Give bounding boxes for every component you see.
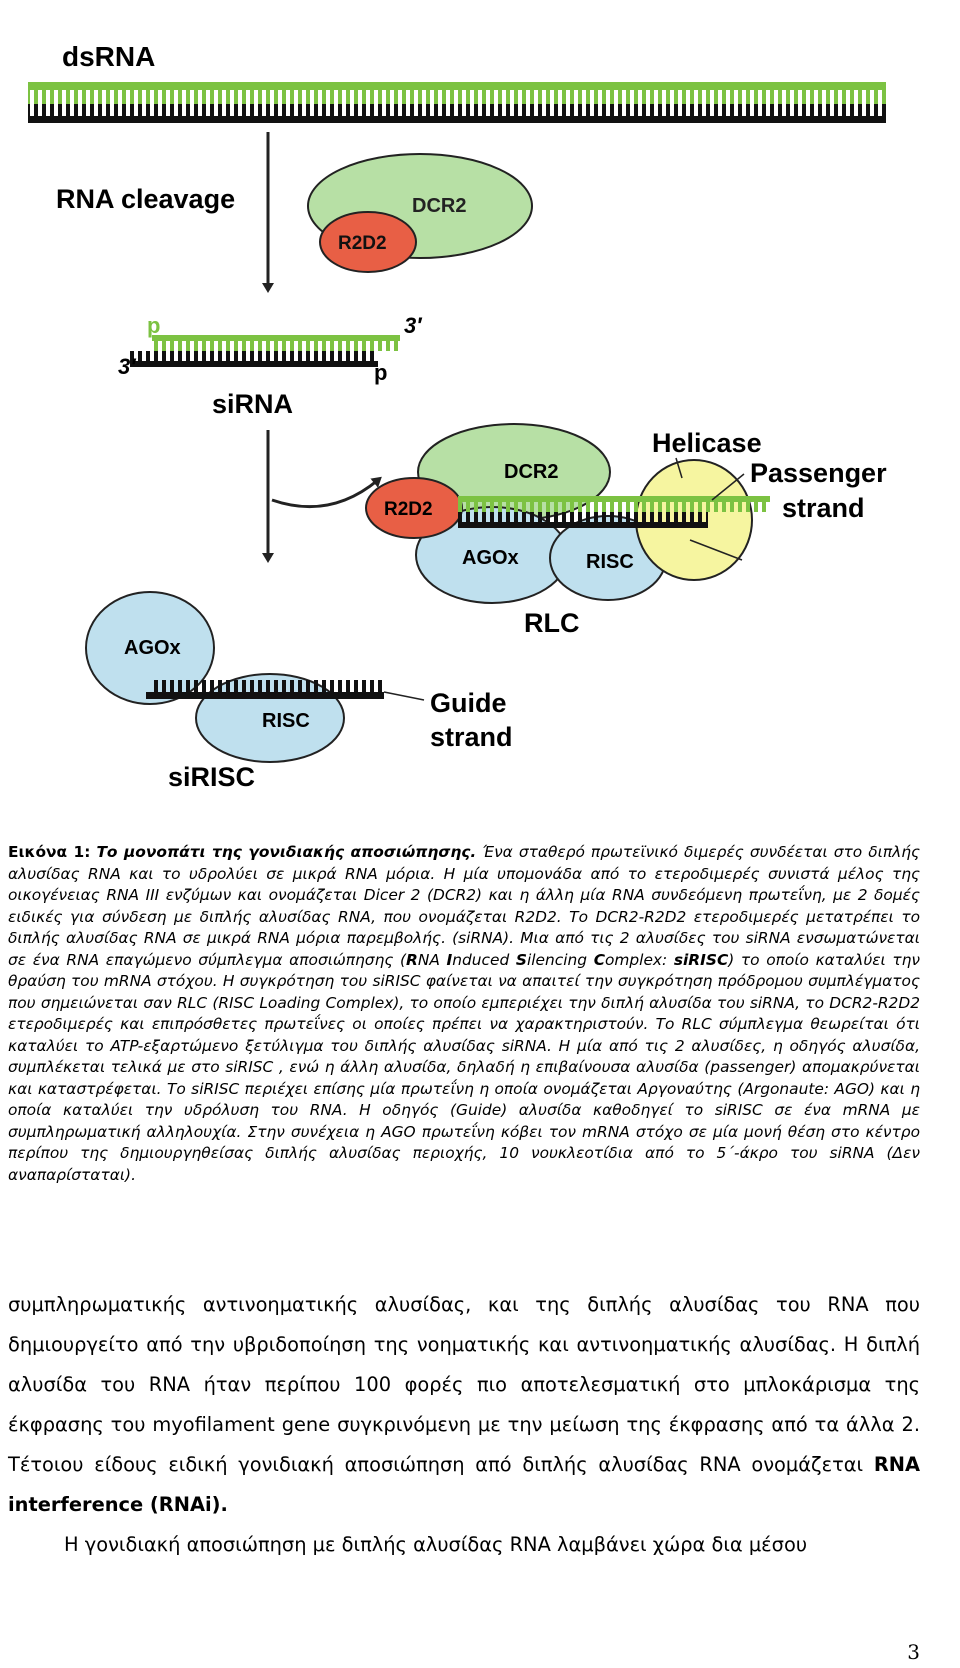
figure-caption: Εικόνα 1: Το μονοπάτι της γονιδιακής απο… xyxy=(8,842,920,1186)
r2d2-protein xyxy=(319,211,417,273)
caption-text-ilencing: ilencing xyxy=(527,950,594,969)
caption-bold-sirisc: siRISC xyxy=(673,950,729,969)
rlc-dcr2-label: DCR2 xyxy=(504,461,558,483)
body-paragraph-1: συμπληρωματικής αντινοηματικής αλυσίδας,… xyxy=(8,1285,920,1525)
page-number: 3 xyxy=(907,1640,920,1664)
caption-text-omplex: omplex: xyxy=(604,950,674,969)
three-prime-bottom-label: 3′ xyxy=(118,354,137,379)
caption-lead: Εικόνα 1: xyxy=(8,843,91,861)
caption-title: Το μονοπάτι της γονιδιακής αποσιώπησης. xyxy=(96,843,477,861)
rlc-label: RLC xyxy=(524,608,580,638)
body-paragraph-1-text: συμπληρωματικής αντινοηματικής αλυσίδας,… xyxy=(8,1293,920,1476)
body-paragraph-2: Η γονιδιακή αποσιώπηση με διπλής αλυσίδα… xyxy=(64,1533,808,1556)
sirisc-agox-label: AGOx xyxy=(124,637,181,659)
caption-text-nduced: nduced xyxy=(452,950,516,969)
guide-pointer xyxy=(383,691,425,701)
dsrna-label: dsRNA xyxy=(62,41,155,72)
strand-pointer xyxy=(689,539,743,561)
caption-text-1: Ένα σταθερό πρωτεϊνικό διμερές συνδέεται… xyxy=(8,843,920,969)
p-top-label: p xyxy=(147,313,160,338)
rlc-sirna-duplex xyxy=(458,496,770,528)
agox-label: AGOx xyxy=(462,547,519,569)
sirisc-risc-label: RISC xyxy=(262,710,310,732)
passenger-label-2: strand xyxy=(782,493,865,523)
caption-bold-i: I xyxy=(446,950,453,969)
sirisc-agox-protein xyxy=(85,591,215,705)
helicase-label: Helicase xyxy=(652,428,762,458)
rnai-term: RNA interference (RNAi). xyxy=(8,1453,920,1516)
risc-label: RISC xyxy=(586,551,634,573)
dsrna-duplex xyxy=(28,82,886,123)
caption-bold-c: C xyxy=(593,950,605,969)
sirisc-label: siRISC xyxy=(168,762,255,792)
p-bottom-label: p xyxy=(374,360,387,385)
guide-label-1: Guide xyxy=(430,688,507,718)
sirna-duplex xyxy=(130,335,400,367)
rnai-pathway-figure: dsRNA RNA cleavage DCR2 R2D2 p 3′ 3′ p s… xyxy=(28,41,887,792)
body-text: συμπληρωματικής αντινοηματικής αλυσίδας,… xyxy=(8,1285,920,1565)
dcr2-label: DCR2 xyxy=(412,195,466,217)
rna-cleavage-label: RNA cleavage xyxy=(56,184,235,214)
helicase-pointer xyxy=(675,457,683,479)
passenger-pointer xyxy=(711,473,745,501)
sirna-label: siRNA xyxy=(212,389,293,419)
caption-bold-s: S xyxy=(515,950,527,969)
caption-text-na: NA xyxy=(417,950,447,969)
guide-label-2: strand xyxy=(430,722,513,752)
to-rlc-curved-arrow xyxy=(271,476,382,509)
three-prime-top-label: 3′ xyxy=(404,313,423,338)
guide-strand xyxy=(146,680,384,699)
rlc-r2d2-label: R2D2 xyxy=(384,499,433,520)
passenger-label-1: Passenger xyxy=(750,458,887,488)
r2d2-label: R2D2 xyxy=(338,233,387,254)
caption-bold-r: R xyxy=(406,950,418,969)
caption-text-2: ) το οποίο καταλύει την θραύση του mRNA … xyxy=(8,950,921,1184)
